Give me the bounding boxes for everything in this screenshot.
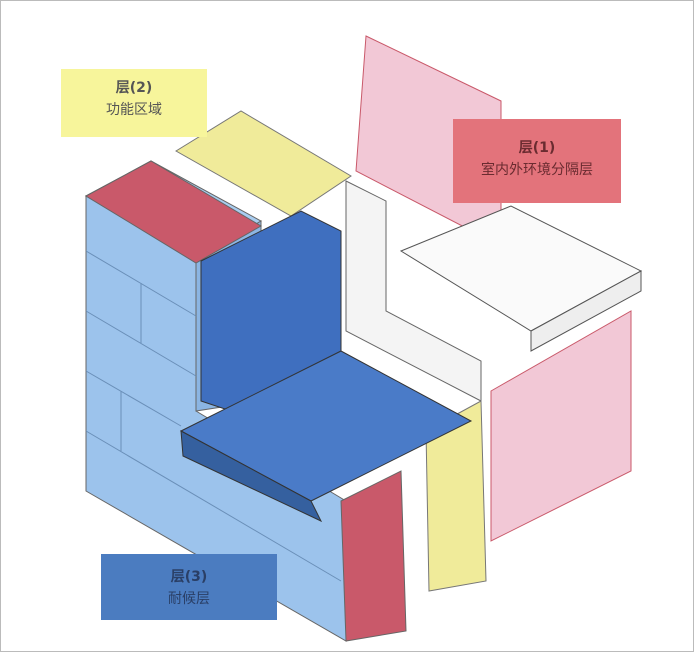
red-lintel [84,160,262,264]
interior-wall-lower [490,310,632,542]
insulation-right [425,400,487,592]
layer1-label: 层(1) 室内外环境分隔层 [453,119,621,203]
window-frame [345,180,482,402]
layer2-title: 层(2) [115,80,153,96]
layer1-subtitle: 室内外环境分隔层 [481,162,593,178]
insulation-top [175,110,352,217]
layer2-label: 层(2) 功能区域 [61,69,207,137]
layer3-subtitle: 耐候层 [168,591,210,607]
floor-slab-edge [530,270,642,352]
red-jamb [340,470,407,642]
layer3-label: 层(3) 耐候层 [101,554,277,620]
flashing-drip [180,430,323,523]
layer3-title: 层(3) [170,569,208,585]
layer1-title: 层(1) [518,140,556,156]
layer2-subtitle: 功能区域 [106,102,162,118]
floor-slab [399,205,643,332]
brick-joints [85,250,342,582]
